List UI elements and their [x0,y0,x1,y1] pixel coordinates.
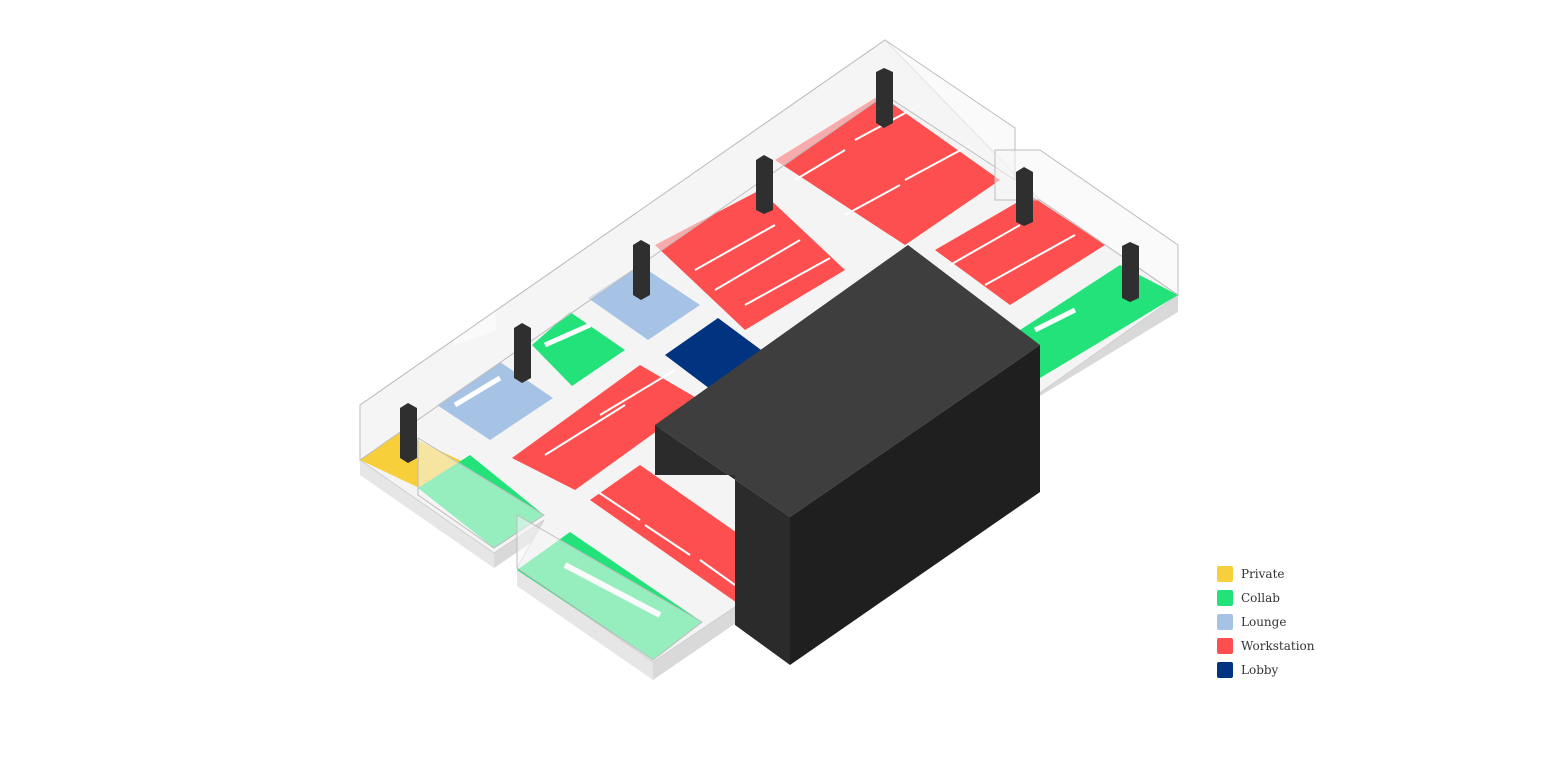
core-left [655,425,790,665]
desk-row [714,239,801,291]
lounge-table [453,375,502,408]
desk-row [699,559,736,586]
legend-swatch-collab [1217,590,1233,606]
zone-lounge-mid [588,265,700,340]
columns [400,68,1139,463]
core-top [655,245,1040,517]
column [633,240,650,300]
column [756,155,773,214]
legend-label: Collab [1241,591,1280,605]
building-core [655,245,1040,665]
legend: Private Collab Lounge Workstation Lobby [1217,562,1315,682]
column [1122,242,1139,302]
collab-table-right [1033,307,1077,333]
legend-item-private[interactable]: Private [1217,562,1315,586]
legend-label: Private [1241,567,1285,581]
legend-swatch-lobby [1217,662,1233,678]
desk-row [744,257,831,306]
desk-row [599,369,676,416]
legend-swatch-lounge [1217,614,1233,630]
legend-item-lobby[interactable]: Lobby [1217,658,1315,682]
collab-table [543,322,592,348]
zone-workstation-right [935,195,1105,305]
column [1016,167,1033,226]
legend-label: Lounge [1241,615,1287,629]
glass-wall-left-wing [417,437,545,549]
legend-swatch-workstation [1217,638,1233,654]
legend-label: Workstation [1241,639,1315,653]
desk-row [694,224,776,271]
column [876,68,893,128]
desk-row [794,149,846,181]
legend-swatch-private [1217,566,1233,582]
desk-row [594,489,641,521]
slab-right-wing [1040,295,1178,396]
zone-workstation-top [655,190,845,330]
desk-row [984,234,1076,286]
legend-item-lounge[interactable]: Lounge [1217,610,1315,634]
desk-row [844,184,901,216]
glass-wall-bottom-wing [516,514,703,661]
column [514,323,531,383]
legend-item-collab[interactable]: Collab [1217,586,1315,610]
desk-row [644,524,691,556]
legend-item-workstation[interactable]: Workstation [1217,634,1315,658]
zone-collab-mid [532,312,625,386]
legend-label: Lobby [1241,663,1279,677]
core-right [790,345,1040,665]
desk-row [544,404,626,456]
desk-row [904,144,971,181]
zone-workstation-center [512,365,700,490]
desk-row [949,224,1021,266]
slab-bottom-wing [517,568,653,680]
slab-left-wing [360,460,494,568]
column [400,403,417,463]
